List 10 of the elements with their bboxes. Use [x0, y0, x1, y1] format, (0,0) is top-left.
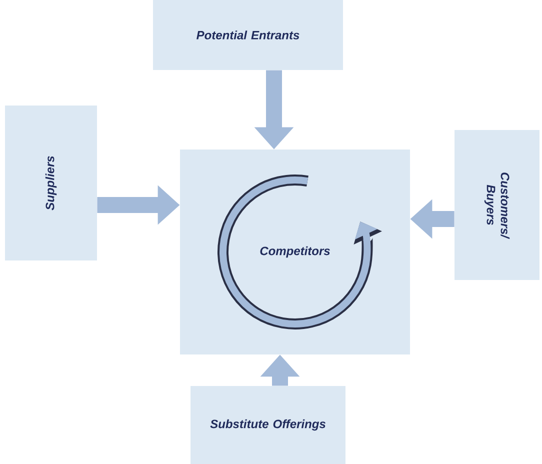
force-box	[190, 386, 346, 464]
rivalry-box	[180, 150, 410, 354]
force-label: Suppliers	[45, 156, 57, 210]
force-label: Customers/ Buyers	[484, 172, 510, 240]
force-label: Substitute Offerings	[210, 419, 326, 431]
force-box	[5, 106, 97, 260]
force-label: Competitors	[260, 246, 330, 258]
force-label: Potential Entrants	[196, 30, 300, 40]
force-box	[153, 0, 343, 70]
force-box	[454, 130, 540, 280]
